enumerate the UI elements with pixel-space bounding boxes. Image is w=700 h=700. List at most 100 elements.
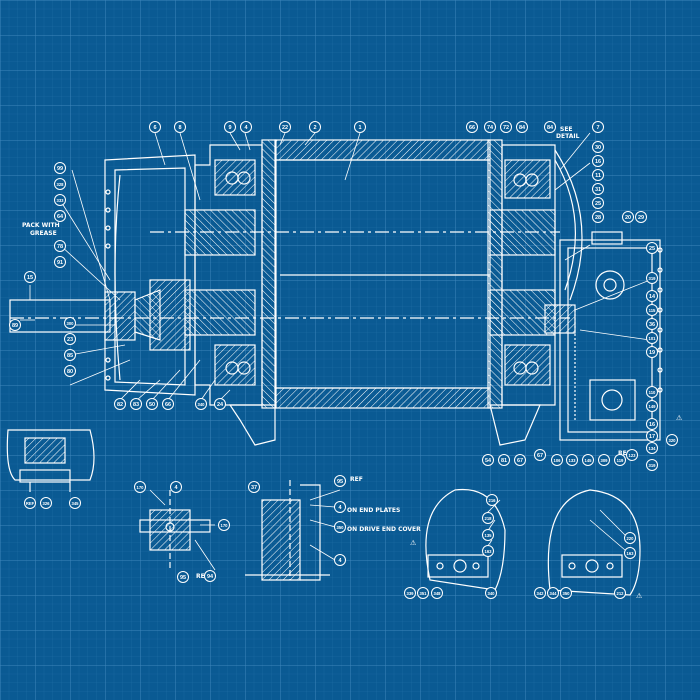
part-balloon: 340 bbox=[485, 587, 497, 599]
warning-triangle-icon: ⚠ bbox=[410, 539, 417, 547]
part-balloon: 74 bbox=[484, 121, 496, 133]
note-ref-plate: REF bbox=[350, 476, 363, 483]
part-balloon: 170 bbox=[218, 519, 230, 531]
part-number: 4 bbox=[338, 505, 342, 511]
bolt-row-left bbox=[105, 189, 111, 381]
part-balloon: 80 bbox=[64, 365, 76, 377]
part-balloon: 67 bbox=[514, 454, 526, 466]
part-number: 110 bbox=[649, 390, 656, 395]
part-balloon: 31 bbox=[592, 183, 604, 195]
part-number: 37 bbox=[251, 485, 257, 491]
detail-pivot bbox=[139, 490, 211, 570]
part-number: 115 bbox=[649, 308, 656, 313]
part-number: 50 bbox=[149, 402, 155, 408]
part-number: 95 bbox=[337, 479, 343, 485]
part-number: 99 bbox=[57, 166, 63, 172]
part-balloon: 99 bbox=[54, 162, 66, 174]
part-number: 4 bbox=[174, 485, 178, 491]
left-pinion-lower bbox=[184, 289, 256, 336]
note-pack: PACK WITH bbox=[22, 222, 60, 229]
part-number: 15 bbox=[27, 275, 33, 281]
part-balloon: 8 bbox=[174, 121, 186, 133]
part-number: 23 bbox=[67, 337, 73, 343]
part-balloon: 133 bbox=[566, 454, 578, 466]
part-balloon: 89 bbox=[9, 319, 21, 331]
part-balloon: 149 bbox=[646, 400, 658, 412]
part-number: 170 bbox=[221, 523, 229, 528]
part-balloon: 4 bbox=[334, 501, 346, 513]
part-balloon: 342 bbox=[534, 587, 546, 599]
part-number: 54 bbox=[485, 458, 492, 464]
left-gear-housing bbox=[194, 144, 263, 406]
part-number: 326 bbox=[43, 501, 51, 506]
note-grease: GREASE bbox=[30, 230, 57, 237]
right-flange bbox=[487, 139, 503, 409]
part-balloon: 14 bbox=[646, 290, 658, 302]
part-balloon: REF bbox=[24, 497, 36, 509]
part-balloon: 24 bbox=[214, 398, 226, 410]
part-balloon: 326 bbox=[40, 497, 52, 509]
part-number: 66 bbox=[165, 402, 171, 408]
part-balloon: 344 bbox=[547, 587, 559, 599]
part-balloon: 84 bbox=[516, 121, 528, 133]
part-number: 350 bbox=[563, 591, 571, 596]
part-balloon: 101 bbox=[646, 332, 658, 344]
part-balloon: 17 bbox=[646, 430, 658, 442]
part-balloon: 30 bbox=[592, 141, 604, 153]
part-number: 106 bbox=[554, 458, 562, 463]
part-number: 145 bbox=[585, 458, 593, 463]
part-number: 22 bbox=[282, 125, 288, 131]
part-balloon: 4 bbox=[240, 121, 252, 133]
part-balloon: 25 bbox=[592, 197, 604, 209]
part-number: 81 bbox=[501, 458, 507, 464]
brake-housing bbox=[559, 239, 661, 441]
part-number: 16 bbox=[595, 159, 601, 165]
part-number: 163 bbox=[627, 551, 635, 556]
part-balloon: 66 bbox=[466, 121, 478, 133]
part-balloon: 9 bbox=[224, 121, 236, 133]
part-balloon: 218 bbox=[482, 512, 494, 524]
part-number: 220 bbox=[627, 536, 635, 541]
part-balloon: 37 bbox=[248, 481, 260, 493]
part-number: 80 bbox=[67, 369, 73, 375]
part-number: 133 bbox=[569, 458, 577, 463]
detail-cover-left bbox=[425, 488, 506, 591]
drum-bottom-wall bbox=[274, 387, 491, 409]
part-balloon: 78 bbox=[54, 240, 66, 252]
part-number: REF bbox=[26, 501, 35, 506]
left-flange bbox=[261, 139, 277, 409]
part-number: 84 bbox=[519, 125, 526, 131]
part-number: 218 bbox=[485, 516, 493, 521]
left-pinion-upper bbox=[184, 209, 256, 256]
part-balloon: 345 bbox=[69, 497, 81, 509]
part-number: 328 bbox=[57, 182, 65, 187]
part-balloon: 25 bbox=[646, 242, 658, 254]
part-balloon: 4 bbox=[170, 481, 182, 493]
left-gear-bottom bbox=[214, 344, 256, 386]
part-number: 94 bbox=[207, 574, 214, 580]
part-number: 345 bbox=[72, 501, 80, 506]
part-balloon: 6 bbox=[149, 121, 161, 133]
part-number: 83 bbox=[133, 402, 139, 408]
part-balloon: 72 bbox=[500, 121, 512, 133]
part-number: 300 bbox=[67, 321, 75, 326]
part-balloon: 320 bbox=[666, 434, 678, 446]
left-gear-top bbox=[214, 159, 256, 196]
part-balloon: 216 bbox=[486, 494, 498, 506]
left-foot bbox=[228, 404, 276, 446]
part-number: 319 bbox=[649, 463, 657, 468]
part-number: 319 bbox=[649, 276, 657, 281]
part-number: 8 bbox=[178, 125, 181, 131]
part-balloon: 50 bbox=[146, 398, 158, 410]
part-number: 7 bbox=[596, 125, 599, 131]
part-balloon: 20 bbox=[622, 211, 634, 223]
part-balloon: 333 bbox=[54, 194, 66, 206]
part-balloon: 7 bbox=[592, 121, 604, 133]
part-balloon: 11 bbox=[592, 169, 604, 181]
part-balloon: 163 bbox=[624, 547, 636, 559]
detail-bolt-section bbox=[6, 429, 95, 492]
right-end-cover bbox=[554, 149, 583, 301]
part-balloon: 23 bbox=[64, 333, 76, 345]
part-balloon: 170 bbox=[134, 481, 146, 493]
part-balloon: 29 bbox=[635, 211, 647, 223]
